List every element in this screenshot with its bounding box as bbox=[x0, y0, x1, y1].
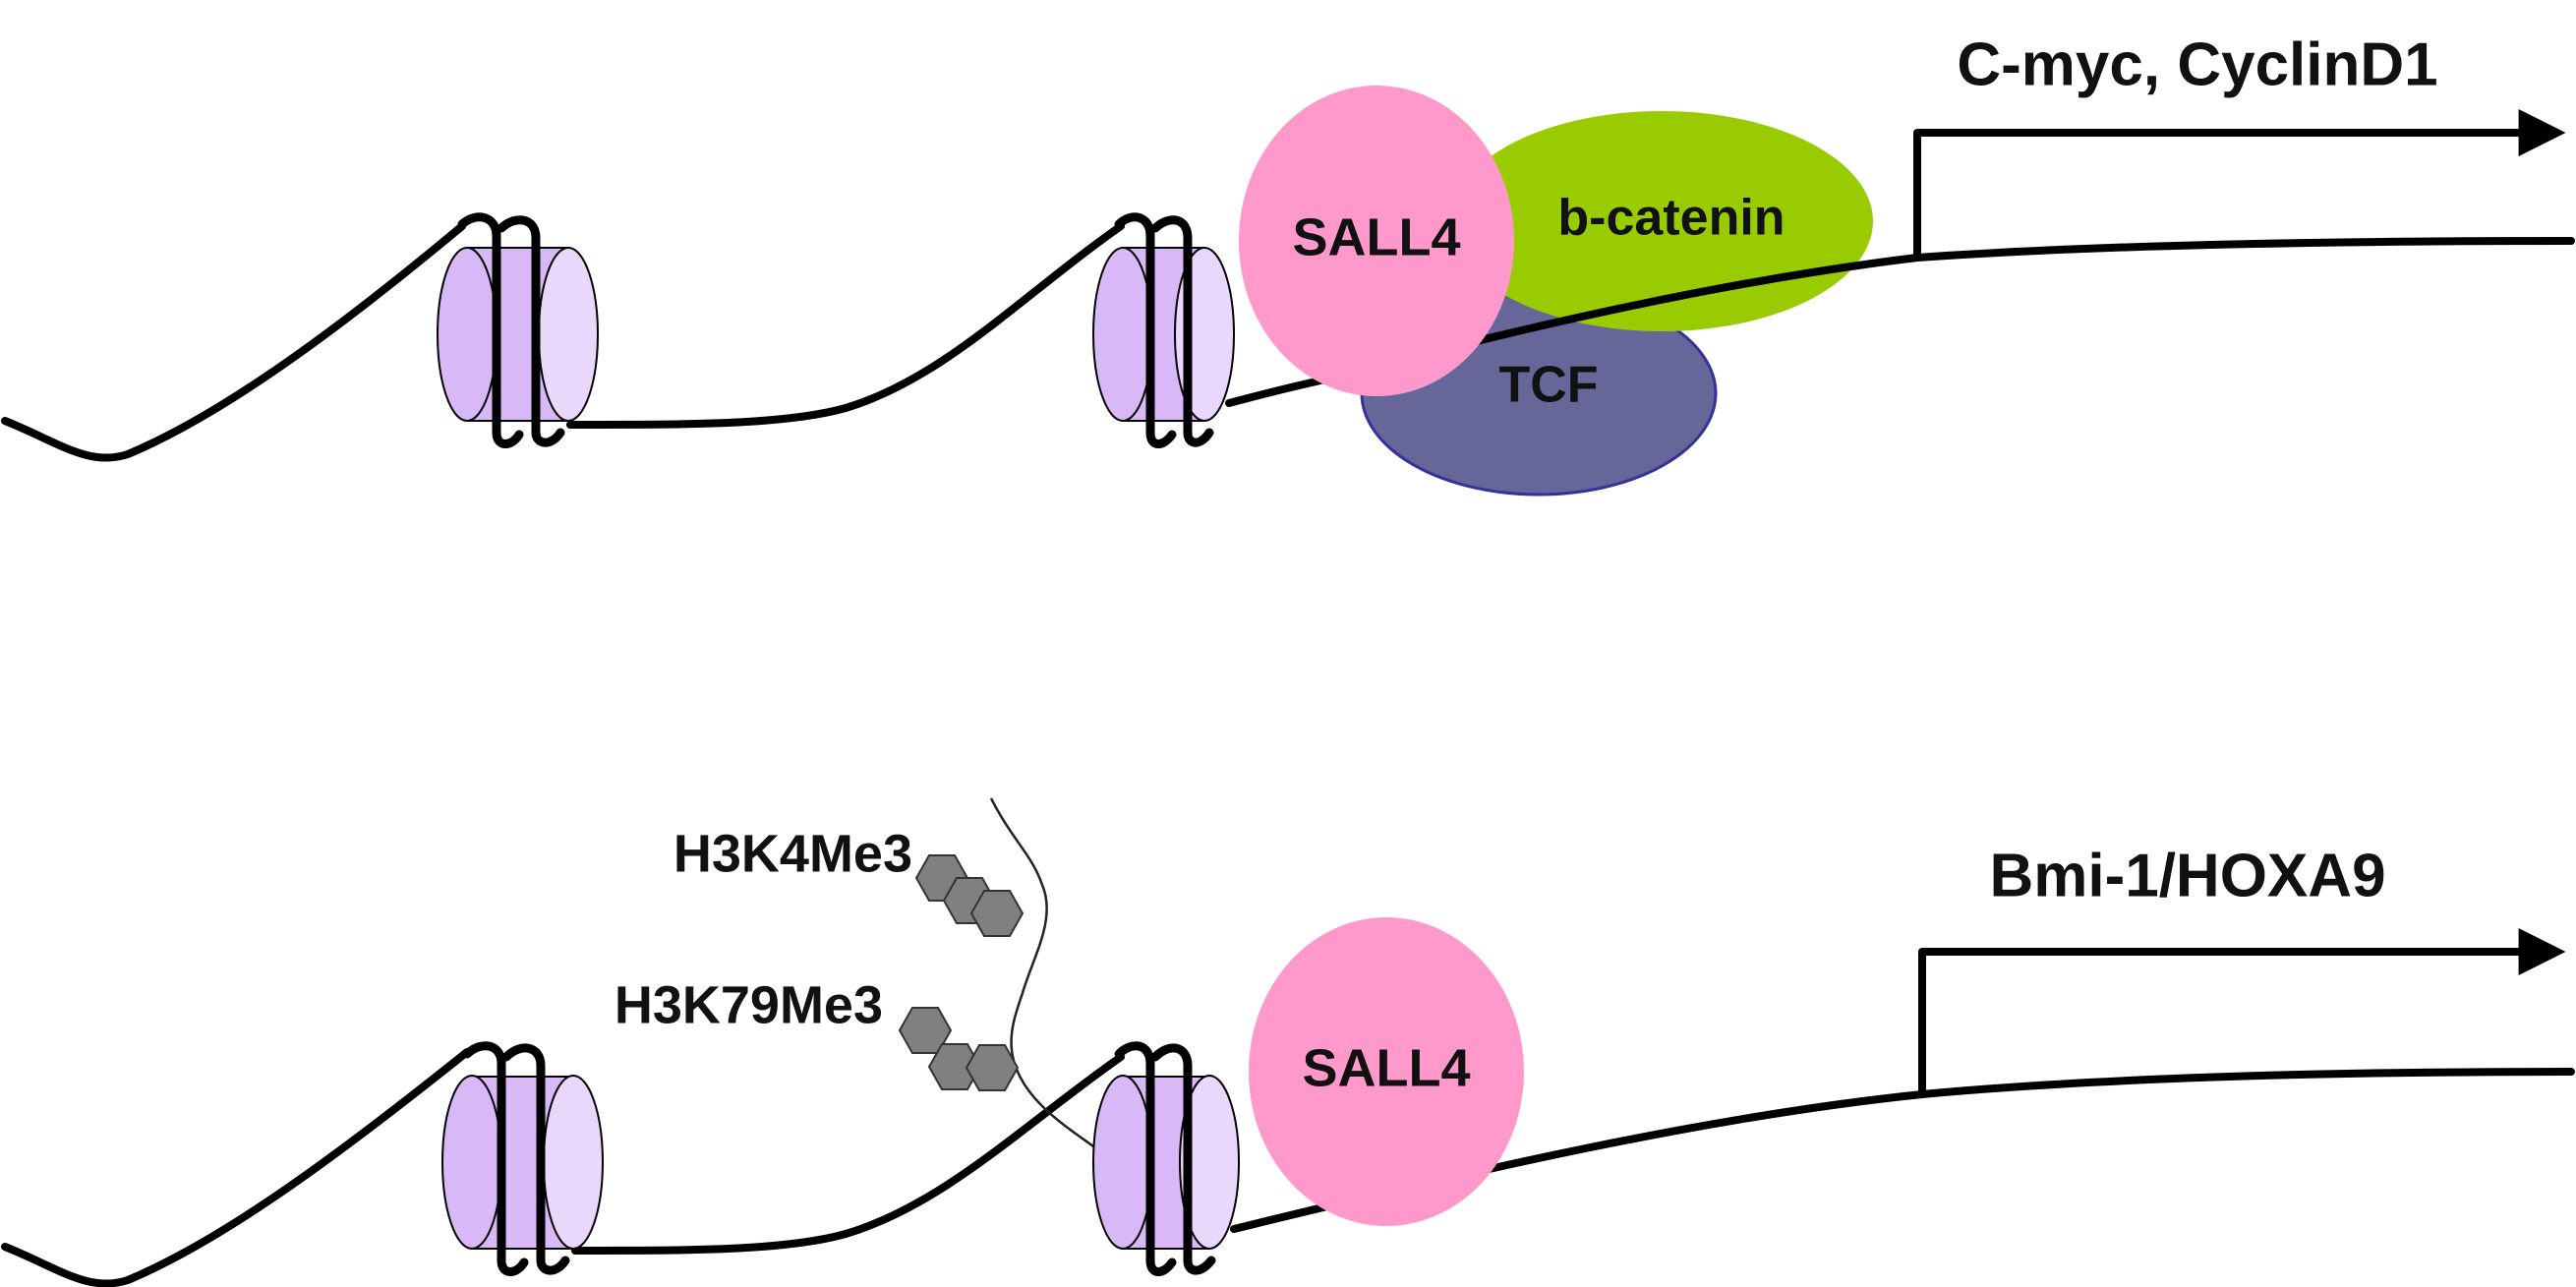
dna-strand-middle bbox=[571, 1053, 1125, 1255]
sall4-label: SALL4 bbox=[1302, 1038, 1470, 1097]
nucleosome-icon bbox=[1092, 1041, 1240, 1276]
h3k79me3-label: H3K79Me3 bbox=[615, 975, 883, 1034]
hexagon-cluster-icon bbox=[898, 1007, 1020, 1091]
panel-top: TCF b-catenin SALL4 C-myc, CyclinD1 bbox=[1, 30, 2575, 497]
hexagon-cluster-icon bbox=[914, 854, 1025, 937]
target-genes-label: Bmi-1/HOXA9 bbox=[1989, 842, 2385, 909]
sall4-protein: SALL4 bbox=[1249, 917, 1524, 1226]
panel-bottom: H3K4Me3 H3K79Me3 SALL4 Bmi-1/HOXA9 bbox=[1, 797, 2575, 1287]
dna-strand-middle bbox=[566, 222, 1125, 429]
nucleosome-icon bbox=[1092, 212, 1235, 448]
transcription-arrow-icon bbox=[1913, 109, 2566, 262]
dna-strand-left bbox=[1, 1048, 471, 1287]
dna-strand-right bbox=[1225, 375, 1333, 407]
nucleosome-icon bbox=[441, 1041, 604, 1276]
sall4-protein: SALL4 bbox=[1239, 86, 1514, 396]
nucleosome-icon bbox=[437, 212, 599, 448]
h3k4me3-label: H3K4Me3 bbox=[673, 824, 912, 883]
transcription-arrow-icon bbox=[1918, 928, 2566, 1098]
target-genes-label: C-myc, CyclinD1 bbox=[1957, 30, 2437, 98]
tcf-label: TCF bbox=[1498, 357, 1598, 414]
b-catenin-label: b-catenin bbox=[1557, 190, 1785, 247]
sall4-label: SALL4 bbox=[1292, 207, 1460, 266]
histone-tail bbox=[989, 797, 1102, 1153]
dna-strand-left bbox=[1, 222, 466, 462]
